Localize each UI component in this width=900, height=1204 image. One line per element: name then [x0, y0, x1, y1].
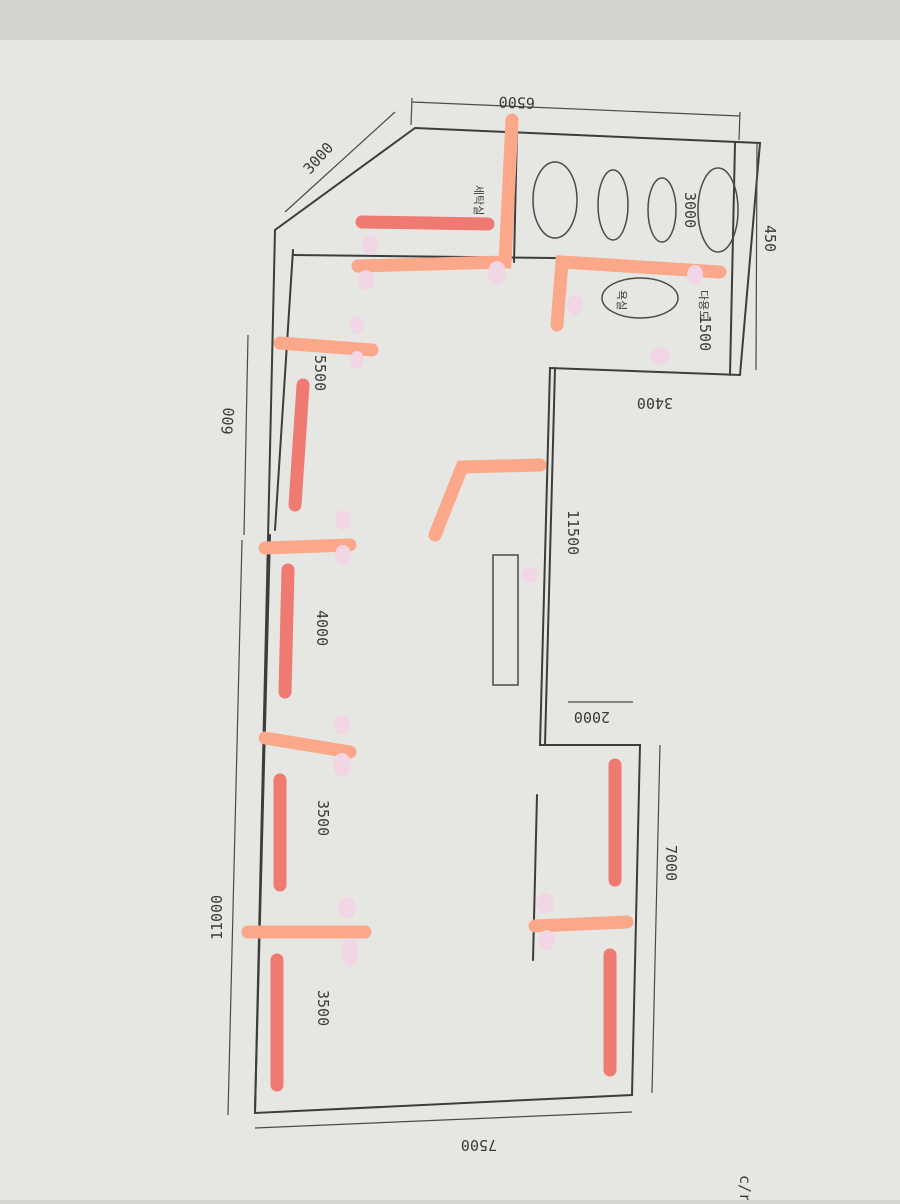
toilet-fixture	[647, 177, 677, 243]
orange-partition-left-1	[273, 336, 379, 357]
light-marker	[651, 347, 669, 365]
label-inner-step: 2000	[574, 708, 610, 726]
toilet-fixture	[597, 169, 629, 241]
label-left-upper: 5500	[311, 355, 329, 391]
red-wall-top	[355, 215, 495, 231]
annotation-laundry: 세탁실	[472, 185, 485, 215]
dim-diagonal-line	[284, 111, 396, 213]
right-inner-vertical	[544, 367, 556, 746]
sink-fixture	[601, 277, 679, 319]
orange-partition-left-3	[258, 731, 357, 759]
light-marker	[539, 930, 555, 950]
light-marker	[362, 235, 378, 255]
counter-block	[492, 554, 519, 686]
label-top-inner: 3400	[637, 394, 673, 412]
label-left-lower-a: 3500	[314, 800, 332, 836]
restroom-fixtures	[492, 161, 739, 686]
light-marker	[335, 545, 351, 565]
red-wall-segments	[270, 215, 622, 1092]
light-marker	[488, 261, 506, 285]
red-wall-left-middle	[278, 563, 295, 699]
label-left-lower-b: 3500	[314, 990, 332, 1026]
dim-top-tick-left	[410, 97, 413, 126]
annotation-utility: 다용도	[697, 290, 710, 320]
toilet-fixture	[532, 161, 578, 239]
annotation-bath: 욕실	[615, 290, 628, 310]
light-marker	[522, 567, 538, 583]
label-top-width: 6500	[498, 93, 535, 112]
red-wall-left-upper	[288, 378, 310, 512]
light-marker	[350, 316, 364, 334]
light-marker	[333, 753, 351, 777]
light-marker	[335, 510, 351, 530]
label-left-middle: 4000	[313, 610, 331, 646]
light-marker	[338, 897, 356, 919]
light-marker	[567, 295, 583, 315]
label-right-top-depth: 450	[761, 225, 779, 252]
toilet-fixture	[697, 167, 739, 253]
corner-marks: c/r	[736, 1175, 754, 1200]
orange-partition-restroom	[550, 255, 727, 332]
dimension-labels: 6500 3000 450 600 5500 4000 3500 3500 11…	[208, 93, 779, 1154]
label-right-lower: 7000	[662, 845, 680, 881]
orange-partition-lines	[241, 113, 727, 939]
label-left-total: 11000	[208, 895, 226, 940]
dim-right-lower-line	[651, 744, 661, 1094]
left-wall-lower	[254, 534, 271, 1111]
dim-bottom-line	[254, 1111, 633, 1129]
outer-wall-outline	[253, 127, 762, 1115]
right-lower-inner	[532, 794, 538, 961]
orange-partition-left-2	[258, 538, 357, 555]
light-marker	[342, 938, 358, 966]
restroom-inner-right	[729, 142, 736, 376]
light-marker	[350, 351, 364, 369]
dim-top-tick-right	[738, 111, 741, 141]
label-bottom-width: 7500	[461, 1136, 497, 1154]
light-marker	[687, 265, 703, 285]
left-wall-secondary	[274, 249, 294, 531]
light-marker	[334, 715, 350, 735]
dim-right-depth	[755, 142, 758, 371]
dim-top-line	[411, 101, 741, 117]
light-marker	[358, 270, 374, 290]
dim-left-total	[227, 539, 243, 1116]
light-marker	[536, 893, 554, 913]
outer-walls	[253, 127, 762, 1115]
orange-partition-center	[428, 458, 547, 542]
orange-partition-right	[528, 915, 634, 933]
label-left-notch: 600	[218, 407, 238, 436]
room-annotations: 세탁실 욕실 다용도 c/r	[472, 185, 754, 1202]
orange-partition-top	[351, 113, 519, 273]
paper-shadow	[0, 0, 900, 40]
dimension-lines	[227, 97, 758, 1129]
dim-left-notch	[243, 334, 249, 536]
label-restroom-length: 3000	[681, 192, 699, 228]
label-restroom-small: 1500	[696, 315, 714, 351]
label-inner-corridor: 11500	[564, 510, 582, 555]
pink-light-markers	[333, 235, 703, 966]
